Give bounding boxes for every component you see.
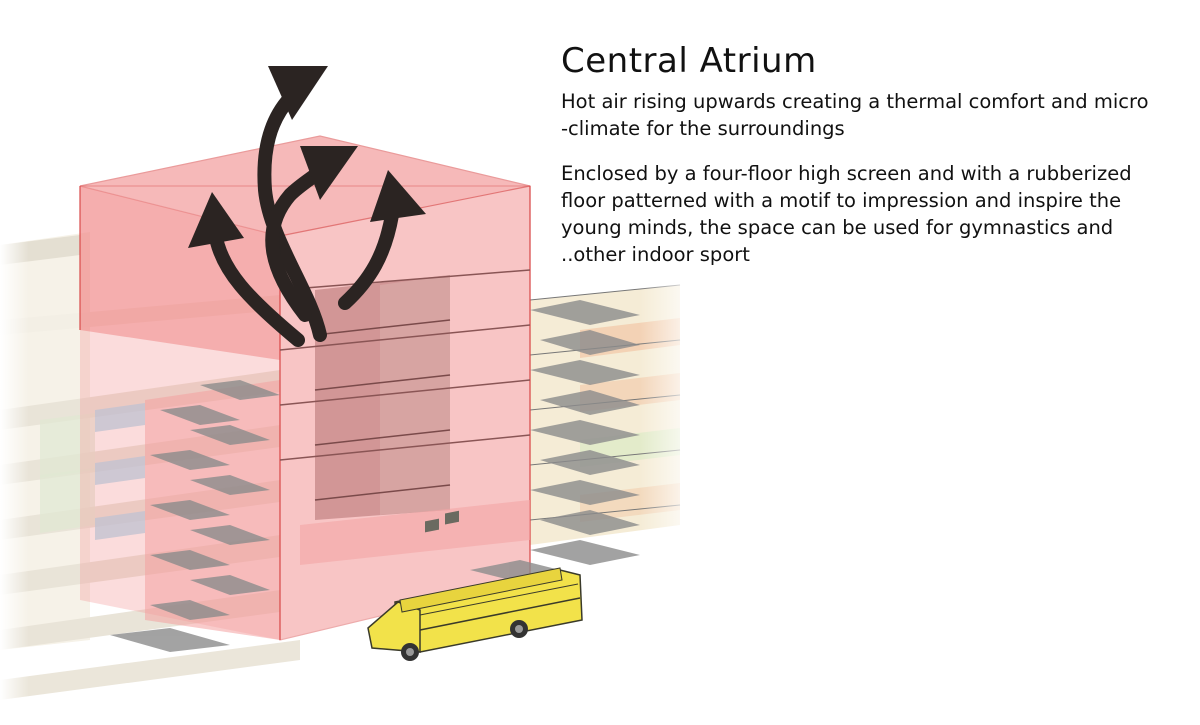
airflow-arrow-icon bbox=[208, 225, 305, 347]
description-paragraph-2: Enclosed by a four-floor high screen and… bbox=[561, 162, 1132, 266]
airflow-arrow-icon bbox=[300, 146, 358, 200]
airflow-arrow-icon bbox=[257, 91, 327, 342]
description-paragraph-1: Hot air rising upwards creating a therma… bbox=[561, 90, 1149, 140]
airflow-arrow-icon bbox=[338, 208, 399, 310]
staircase-right bbox=[470, 300, 640, 585]
school-bus-icon bbox=[367, 510, 583, 661]
staircase-left bbox=[110, 380, 280, 652]
airflow-arrowheads bbox=[188, 66, 426, 248]
diagram-title: Central Atrium bbox=[561, 41, 817, 81]
atrium-interior-floors bbox=[279, 269, 531, 565]
airflow-arrow-icon bbox=[188, 192, 244, 248]
description-panel: Central Atrium Hot air rising upwards cr… bbox=[561, 40, 1181, 268]
airflow-arrow-icon bbox=[265, 163, 329, 322]
airflow-arrow-icon bbox=[370, 170, 426, 222]
airflow-arrow-icon bbox=[268, 66, 328, 120]
airflow-arrows bbox=[208, 91, 399, 347]
